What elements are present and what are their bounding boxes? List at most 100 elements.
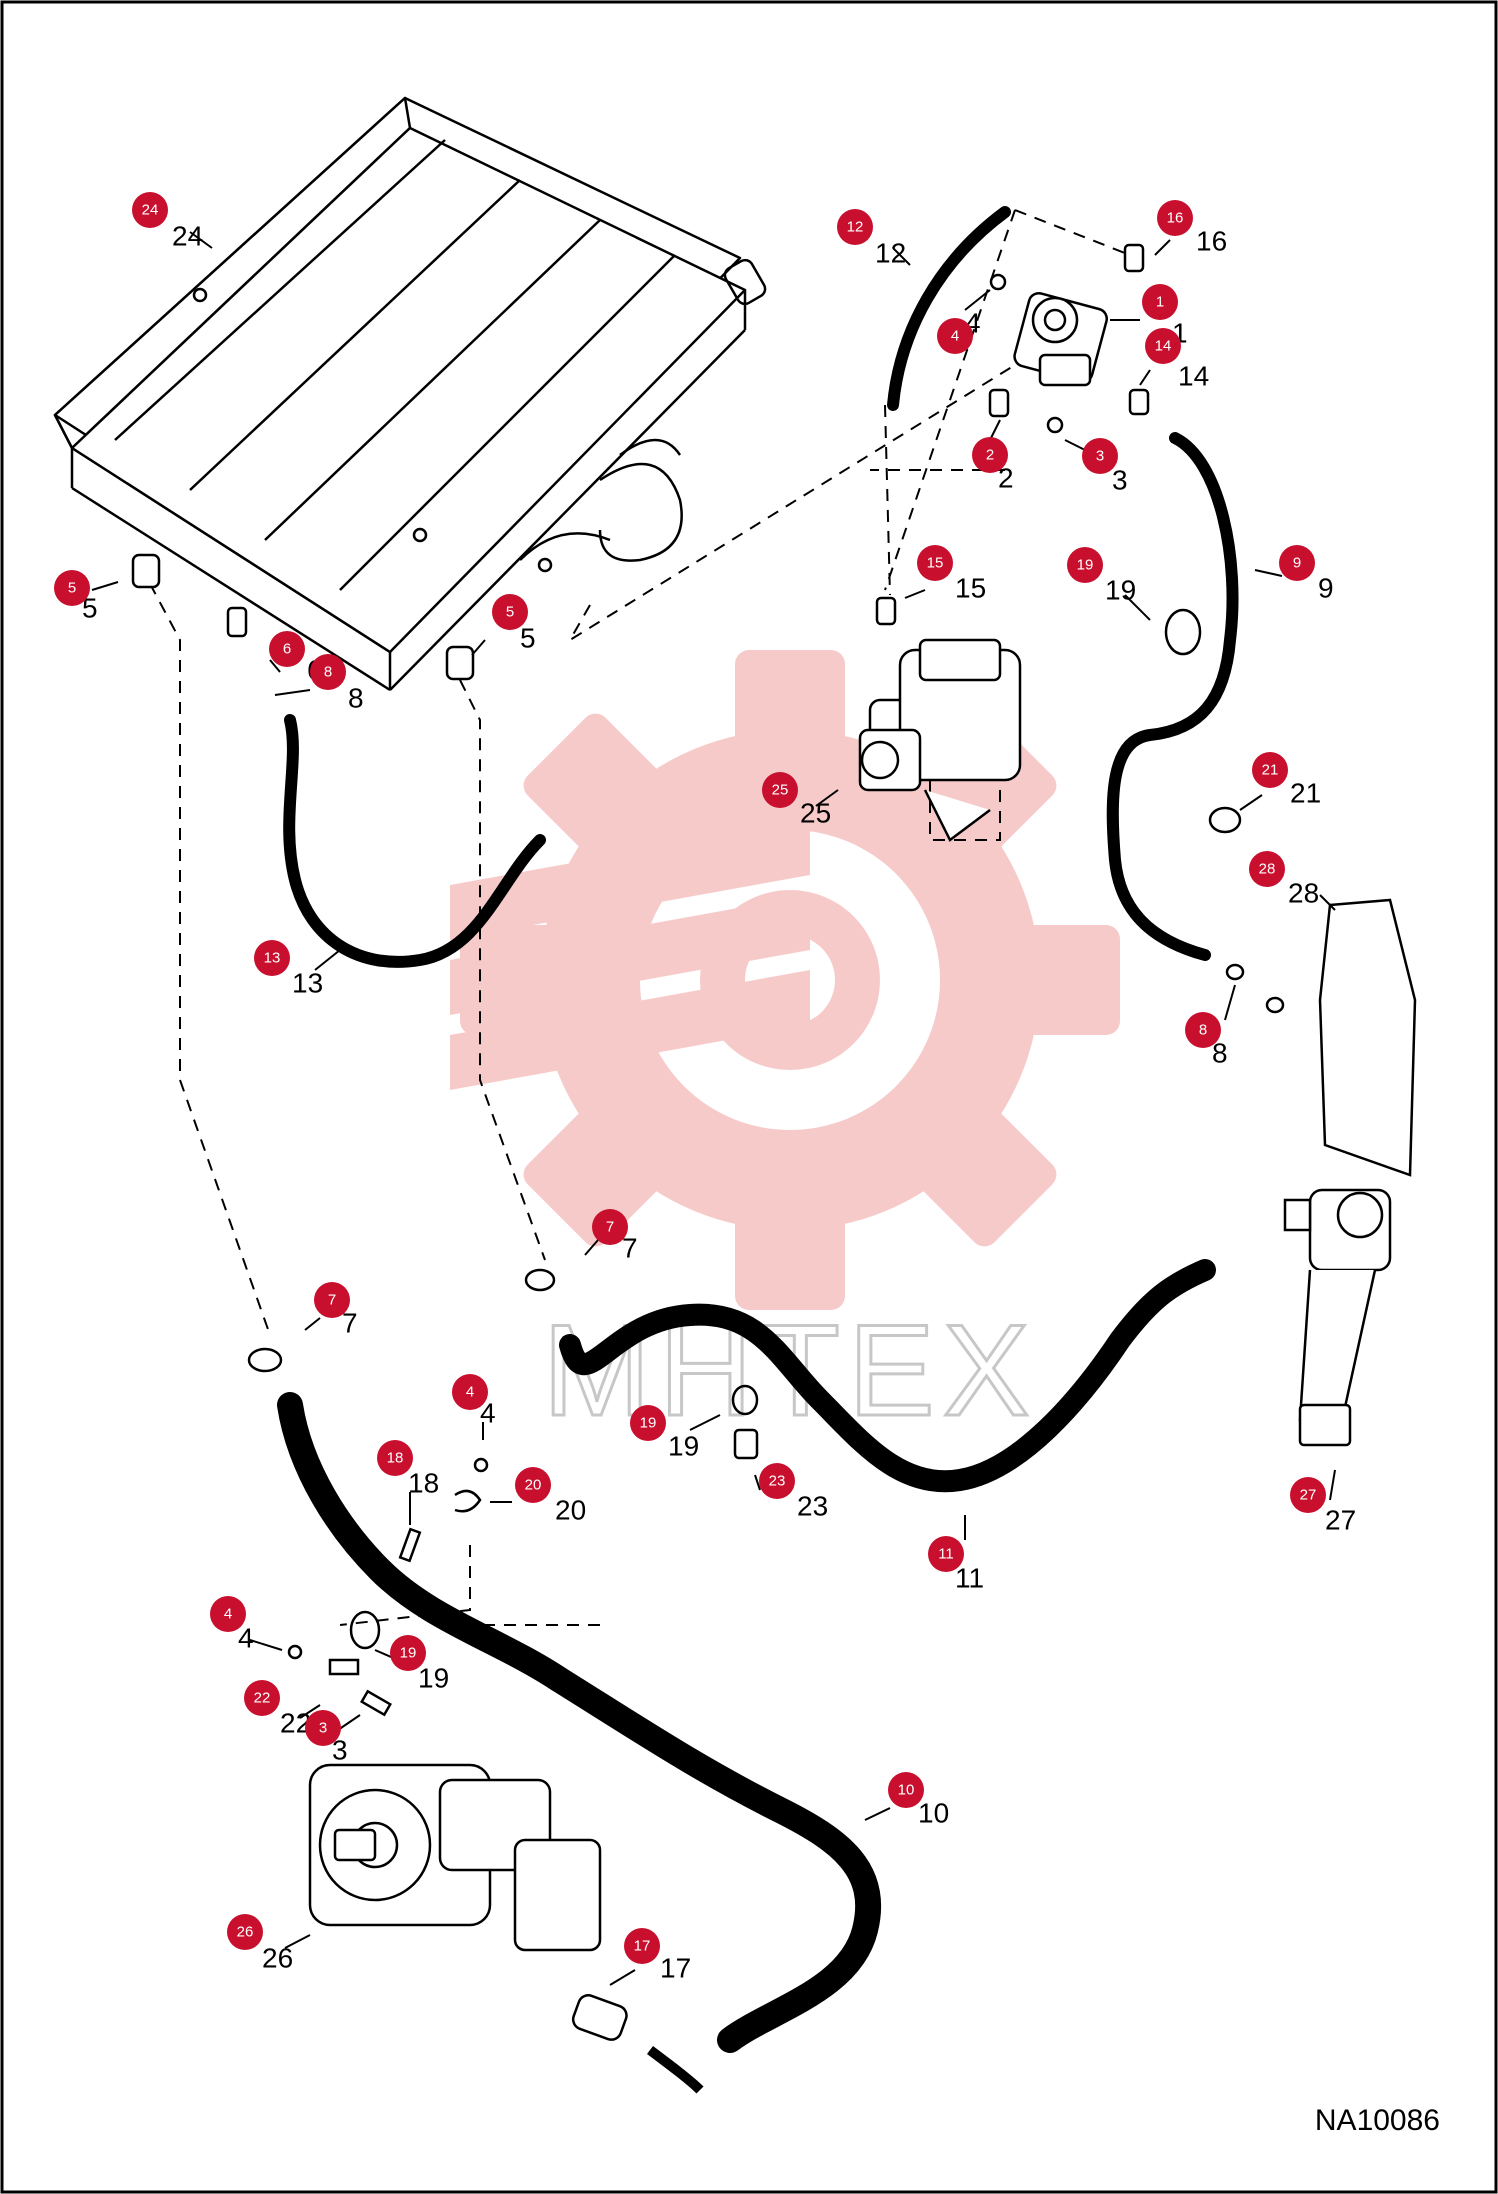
callout-badge <box>515 1467 551 1503</box>
callout-label: 20 <box>555 1494 586 1525</box>
hose-9 <box>1106 432 1239 961</box>
callout-badge-number: 17 <box>634 1938 651 1955</box>
callout-badge-number: 18 <box>387 1450 404 1467</box>
callout-badge <box>762 772 798 808</box>
callout-14: 14 14 <box>1139 328 1209 391</box>
callout-leader <box>189 231 213 249</box>
callout-label: 21 <box>1290 777 1321 808</box>
callout-badge <box>244 1680 280 1716</box>
callout-9: 99 <box>1254 545 1334 603</box>
callout-badge <box>1290 1477 1326 1513</box>
callout-badge-number: 7 <box>606 1219 614 1236</box>
main-pump <box>858 638 1022 842</box>
callout-badge-number: 11 <box>938 1546 954 1563</box>
callout-leader <box>1254 569 1283 577</box>
callout-badge <box>1142 284 1178 320</box>
callout-leader <box>864 1807 891 1821</box>
callout-leader <box>1329 1469 1336 1501</box>
callout-badge-number: 27 <box>1300 1487 1317 1504</box>
callout-badge <box>390 1635 426 1671</box>
callout-label: 3 <box>332 1734 348 1765</box>
callout-label: 25 <box>800 797 831 828</box>
callout-leader <box>269 659 281 673</box>
callout-label: 16 <box>1196 225 1227 256</box>
callout-badge <box>310 654 346 690</box>
callout-leader <box>1319 894 1336 911</box>
callout-badge <box>1279 545 1315 581</box>
callout-layer: 2424121216161144141422335515151919995566… <box>54 192 1356 1986</box>
callout-21: 21 21 <box>1239 752 1321 811</box>
callout-badge-number: 3 <box>319 1720 327 1737</box>
callout-label: 28 <box>1288 877 1319 908</box>
callout-badge-number: 1 <box>1156 294 1164 311</box>
callout-leader <box>337 1714 361 1731</box>
callout-badge-number: 14 <box>1155 338 1172 355</box>
callout-badge <box>837 209 873 245</box>
callout-badge-number: 6 <box>283 641 291 658</box>
callout-badge <box>377 1440 413 1476</box>
callout-label: 26 <box>262 1942 293 1973</box>
callout-7: 77 <box>584 1209 638 1263</box>
gear-pump <box>1013 292 1108 387</box>
callout-badge <box>452 1374 488 1410</box>
callout-label: 8 <box>348 682 364 713</box>
callout-label: 17 <box>660 1952 691 1983</box>
callout-badge <box>937 318 973 354</box>
callout-leader <box>314 949 341 971</box>
callout-badge-number: 25 <box>772 782 789 799</box>
callout-leader <box>754 1474 761 1491</box>
filter-housing <box>1283 1188 1392 1447</box>
callout-badge-number: 21 <box>1262 762 1279 779</box>
hose-13 <box>283 714 546 968</box>
callout-badge-number: 19 <box>1077 557 1094 574</box>
bracket-plate <box>1318 898 1417 1177</box>
radiator-assembly <box>53 96 767 692</box>
callout-leader <box>1239 794 1263 811</box>
callout-25: 25 25 <box>762 772 839 828</box>
callout-badge <box>972 437 1008 473</box>
hose-10 <box>277 1392 882 2053</box>
callout-label: 7 <box>342 1307 358 1338</box>
callout-leader <box>584 1239 599 1256</box>
callout-badge <box>210 1596 246 1632</box>
callout-badge <box>1145 328 1181 364</box>
callout-badge <box>269 631 305 667</box>
callout-leader <box>1064 439 1086 451</box>
callout-4: 44 <box>937 289 991 354</box>
callout-badge <box>1067 547 1103 583</box>
callout-label: 14 <box>1178 360 1209 391</box>
callout-leader <box>1124 594 1151 621</box>
callout-badge <box>1185 1012 1221 1048</box>
callout-label: 7 <box>622 1232 638 1263</box>
callout-leader <box>299 1704 321 1719</box>
callout-label: 18 <box>408 1467 439 1498</box>
callout-badge-number: 8 <box>1199 1022 1207 1039</box>
callout-badge-number: 15 <box>927 555 944 572</box>
callout-badge-number: 8 <box>324 664 332 681</box>
callout-3: 33 <box>305 1710 361 1765</box>
callout-leader <box>989 419 1001 441</box>
callout-2: 22 <box>972 419 1014 493</box>
callout-label: 15 <box>955 572 986 603</box>
fittings <box>131 243 1285 1717</box>
drive-motor <box>308 1763 704 2094</box>
callout-label: 8 <box>1212 1037 1228 1068</box>
callout-badge <box>227 1914 263 1950</box>
callout-badge <box>624 1928 660 1964</box>
callout-badge-number: 19 <box>400 1645 417 1662</box>
diagram-code: NA10086 <box>1315 2104 1440 2137</box>
callout-badge <box>888 1772 924 1808</box>
callout-label: 19 <box>1105 574 1136 605</box>
callout-label: 24 <box>172 220 203 251</box>
callout-badge-number: 28 <box>1259 861 1276 878</box>
callout-badge <box>630 1405 666 1441</box>
callout-leader <box>249 1639 283 1651</box>
callout-label: 11 <box>955 1562 984 1593</box>
